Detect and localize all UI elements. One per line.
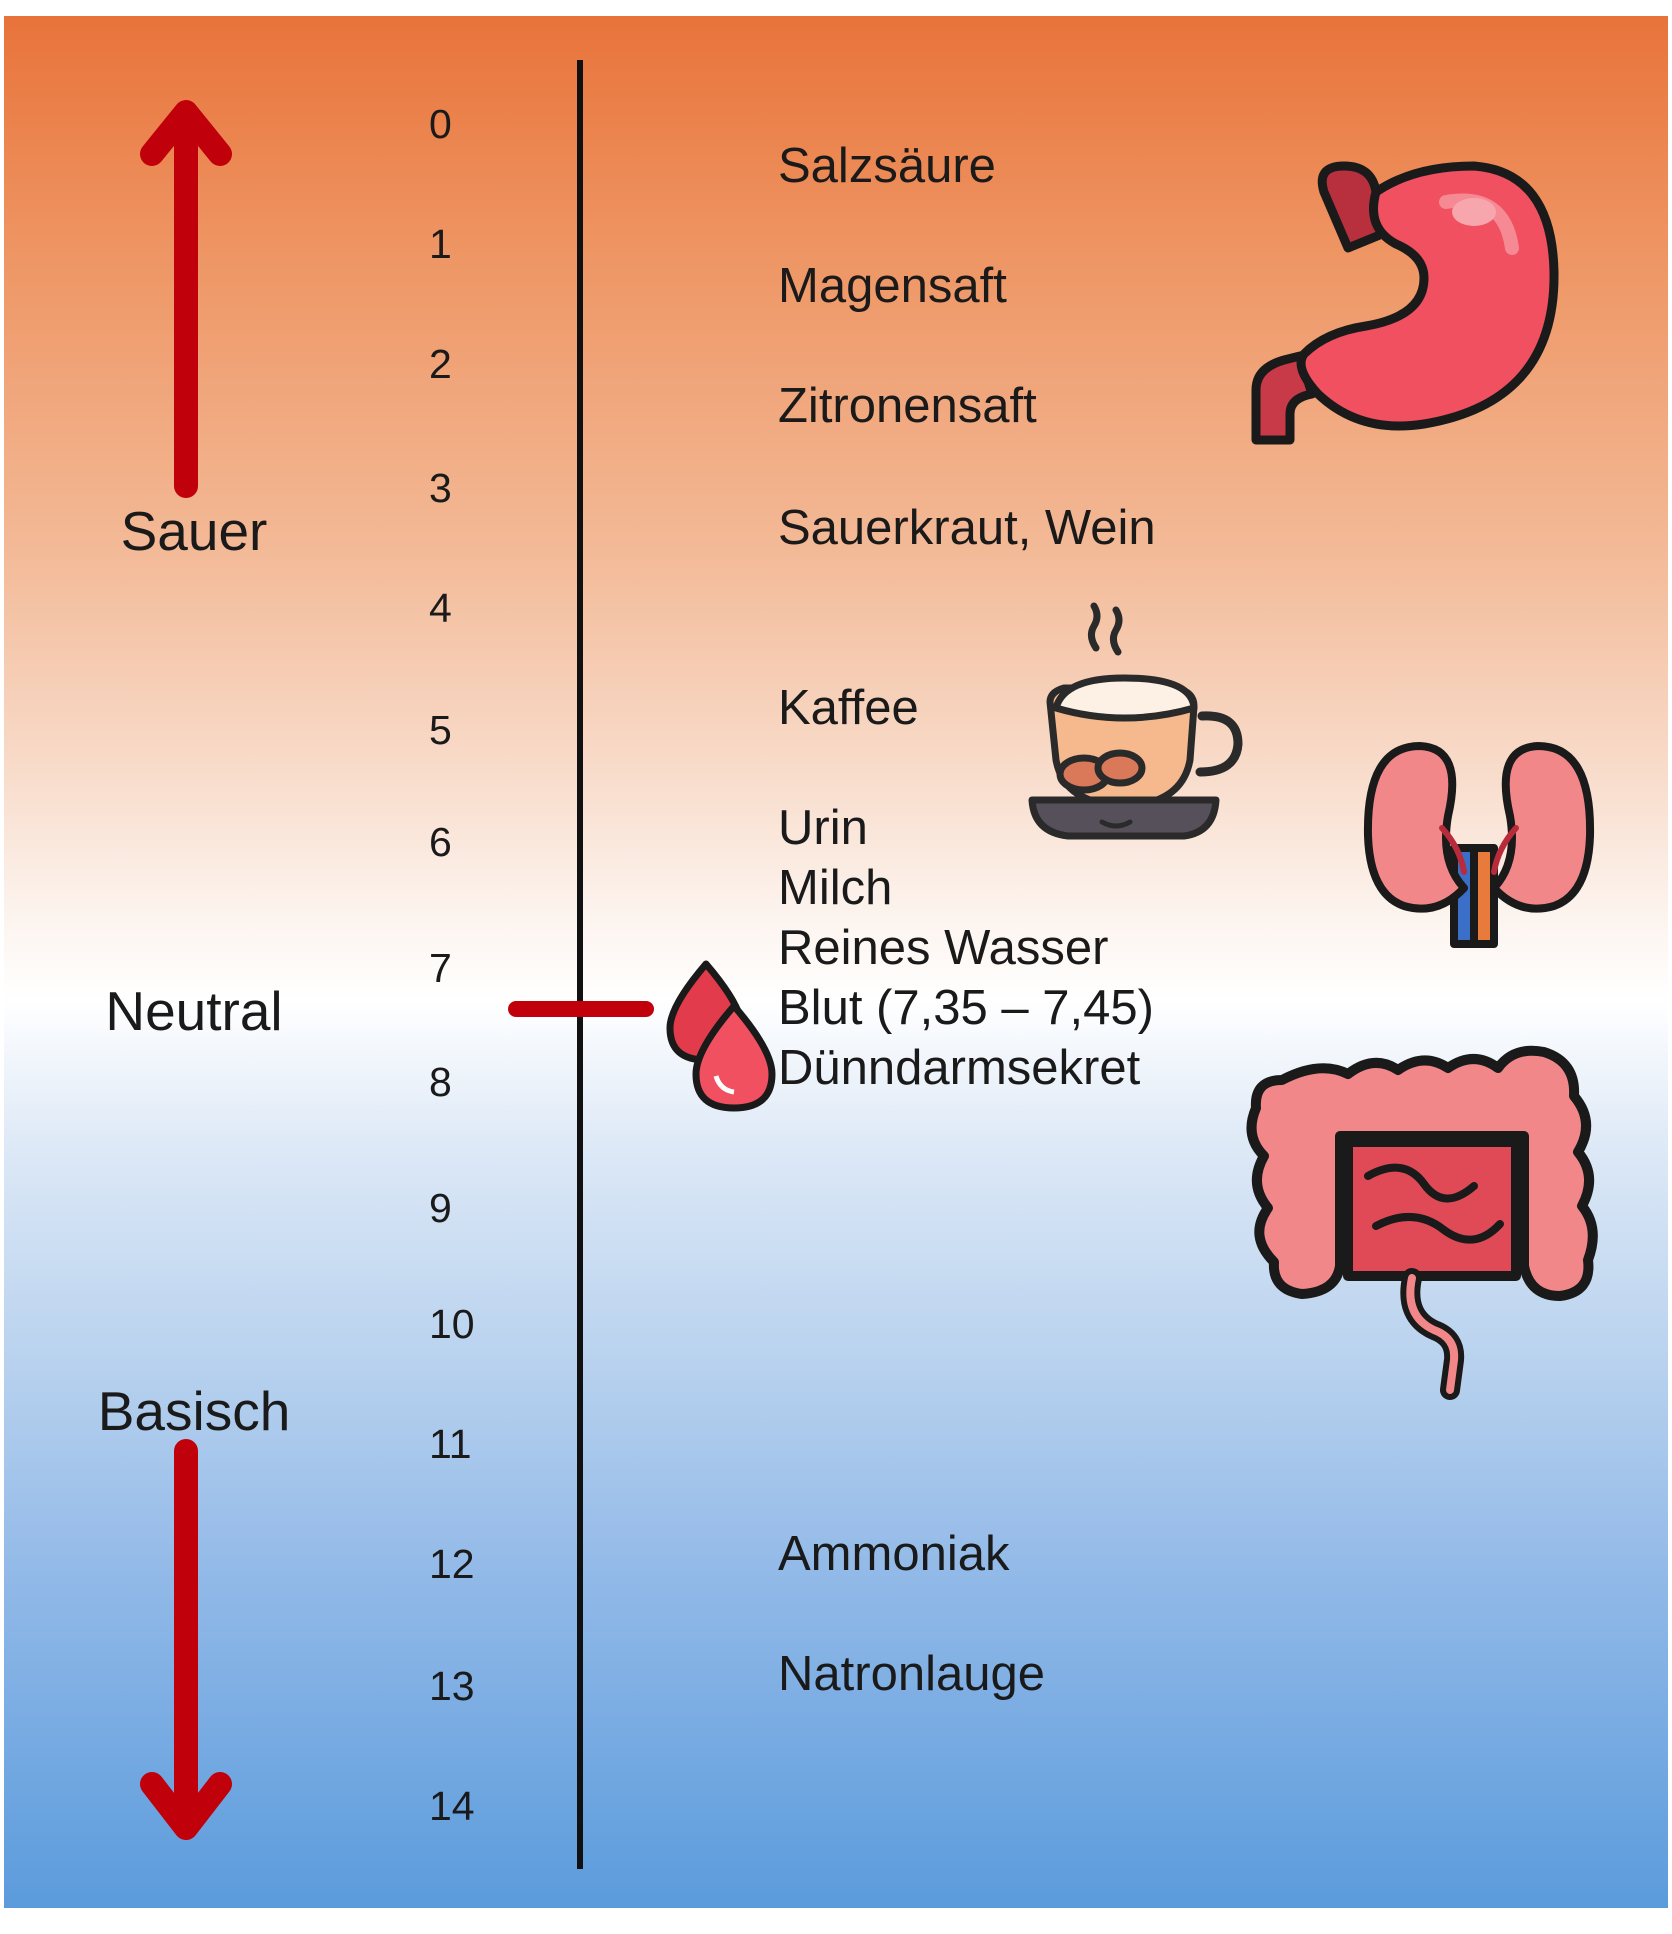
tick-10: 10	[429, 1301, 475, 1347]
tick-9: 9	[429, 1185, 452, 1231]
tick-8: 8	[429, 1059, 452, 1105]
tick-0: 0	[429, 101, 452, 147]
substance-label: Milch	[778, 861, 893, 915]
tick-5: 5	[429, 707, 452, 753]
substance-label: Magensaft	[778, 259, 1007, 313]
tick-11: 11	[429, 1421, 472, 1467]
substance-label: Urin	[778, 801, 868, 855]
tick-14: 14	[429, 1783, 475, 1829]
kidneys-icon	[1363, 742, 1595, 948]
acid-label: Sauer	[120, 500, 268, 562]
blood-drops-icon	[666, 960, 776, 1112]
acid-arrow-icon	[140, 100, 232, 498]
tick-13: 13	[429, 1663, 475, 1709]
tick-2: 2	[429, 341, 452, 387]
illustrations	[666, 161, 1598, 1400]
substance-label: Ammoniak	[778, 1527, 1010, 1581]
tick-6: 6	[429, 819, 452, 865]
base-arrow-icon	[140, 1439, 232, 1840]
neutral-label: Neutral	[105, 980, 283, 1042]
substance-label: Sauerkraut, Wein	[778, 501, 1156, 555]
ph-scale-diagram: 0 1 2 3 4 5 6 7 8 9 10 11 12 13 14 Sauer…	[4, 16, 1668, 1908]
intestines-icon	[1246, 1045, 1598, 1400]
scale-graphics	[140, 60, 654, 1869]
tick-1: 1	[429, 221, 452, 267]
substance-label: Natronlauge	[778, 1647, 1045, 1701]
substance-label: Reines Wasser	[778, 921, 1109, 975]
substance-label: Salzsäure	[778, 139, 996, 193]
tick-7: 7	[429, 945, 452, 991]
substance-label: Kaffee	[778, 681, 919, 735]
substance-label: Zitronensaft	[778, 379, 1037, 433]
tick-4: 4	[429, 585, 452, 631]
coffee-cup-icon	[1028, 602, 1243, 840]
stomach-icon	[1251, 161, 1559, 445]
tick-12: 12	[429, 1541, 475, 1587]
substance-label: Blut (7,35 – 7,45)	[778, 981, 1154, 1035]
substance-label: Dünndarmsekret	[778, 1041, 1141, 1095]
tick-3: 3	[429, 465, 452, 511]
base-label: Basisch	[97, 1380, 291, 1442]
